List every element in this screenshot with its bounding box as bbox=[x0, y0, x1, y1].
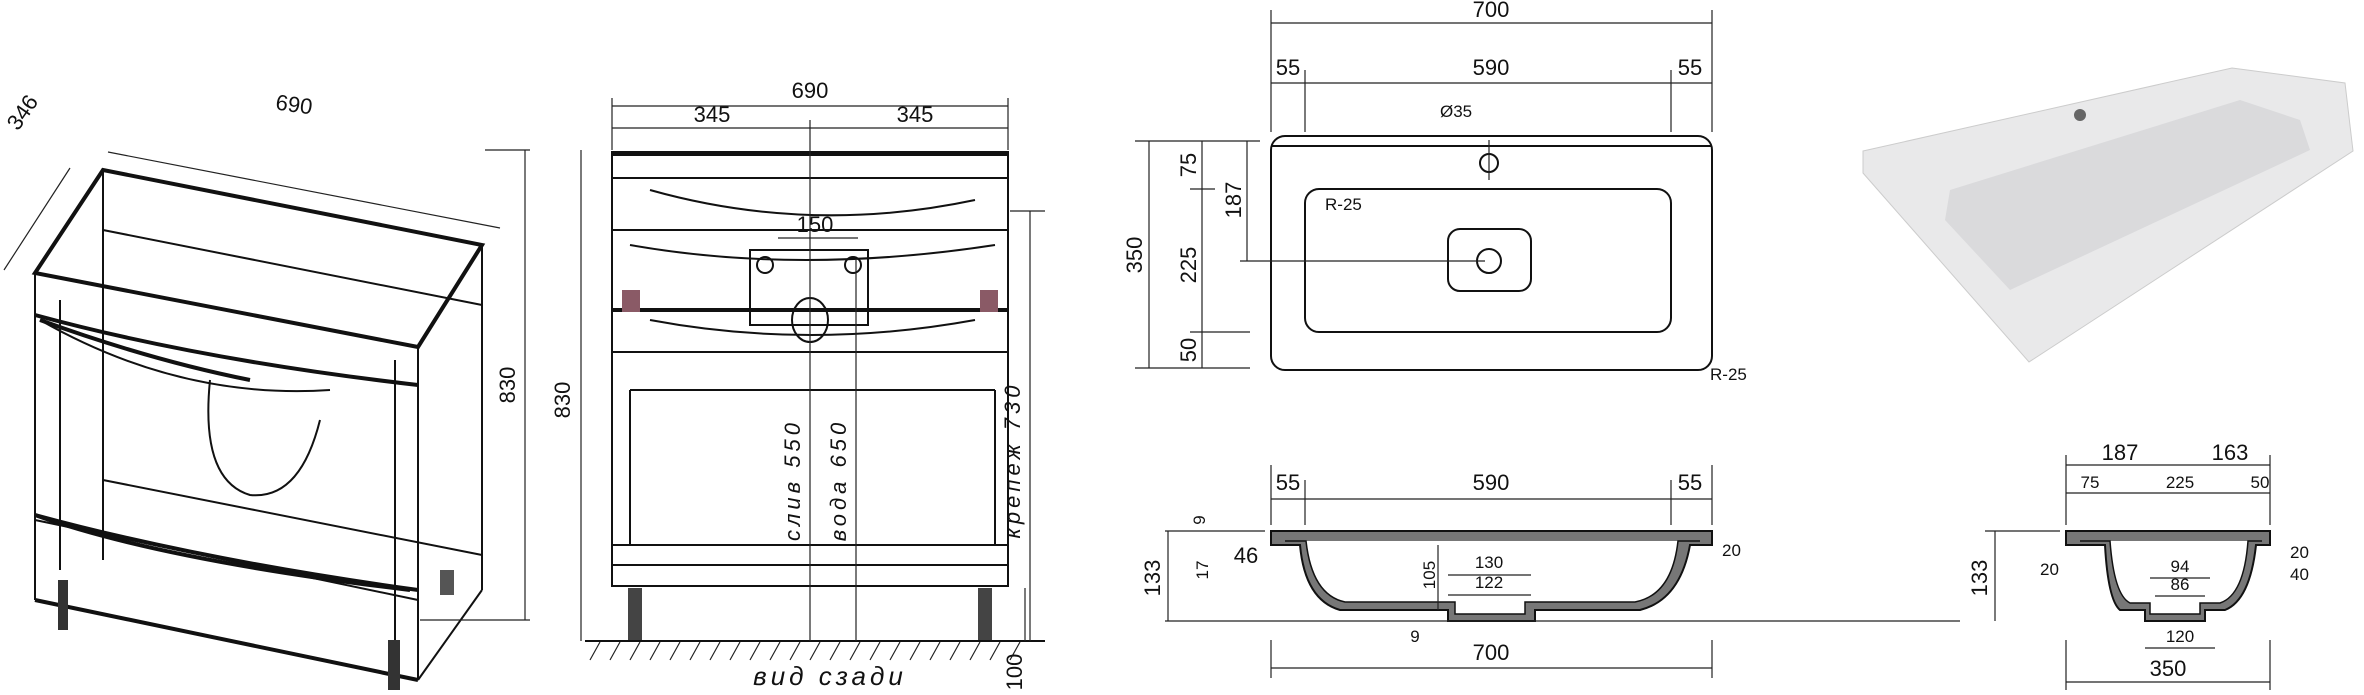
faucet-hole-label: Ø35 bbox=[1440, 102, 1472, 121]
drain-recess bbox=[1447, 228, 1532, 292]
dim-back: 187 bbox=[2102, 440, 2139, 465]
dim-height: 133 bbox=[1967, 560, 1992, 597]
dim-width: 690 bbox=[792, 78, 829, 103]
dim-wall-right: 20 bbox=[2290, 543, 2309, 562]
leg bbox=[440, 570, 454, 595]
dim-left-margin: 55 bbox=[1276, 55, 1300, 80]
dim-depth: 350 bbox=[1122, 237, 1147, 274]
dim-bowl: 225 bbox=[1176, 247, 1201, 284]
dim-overall: 700 bbox=[1473, 0, 1510, 22]
dim-right-margin: 55 bbox=[1678, 470, 1702, 495]
inner-radius-label: R-25 bbox=[1325, 195, 1362, 214]
dim-back-rim: 75 bbox=[2081, 473, 2100, 492]
dim-fixing-height: крепеж 730 bbox=[1000, 382, 1025, 539]
isometric-cabinet-view: 690 346 830 bbox=[2, 90, 530, 690]
dim-bowl-depth: 105 bbox=[1420, 561, 1439, 589]
dim-front: 50 bbox=[1176, 338, 1201, 362]
dim-front: 163 bbox=[2212, 440, 2249, 465]
dim-bowl: 225 bbox=[2166, 473, 2194, 492]
dim-overall: 700 bbox=[1473, 640, 1510, 665]
dim-back: 75 bbox=[1176, 153, 1201, 177]
dim-mount-spacing: 150 bbox=[797, 212, 834, 237]
dim-inner: 590 bbox=[1473, 470, 1510, 495]
dim-wall-left: 20 bbox=[2040, 560, 2059, 579]
dim-height: 830 bbox=[550, 382, 575, 419]
dim-bottom: 9 bbox=[1410, 627, 1419, 646]
dim-overall: 350 bbox=[2150, 656, 2187, 681]
dim-drain-height: слив 550 bbox=[780, 419, 805, 541]
view-caption: вид сзади bbox=[753, 661, 907, 691]
dim-drain-outer: 130 bbox=[1475, 553, 1503, 572]
dim-wall: 46 bbox=[1234, 543, 1258, 568]
dim-rim-lower: 17 bbox=[1193, 561, 1212, 580]
dim-inner: 590 bbox=[1473, 55, 1510, 80]
dim-front-rim: 50 bbox=[2251, 473, 2270, 492]
dim-right-margin: 55 bbox=[1678, 55, 1702, 80]
outer-radius-label: R-25 bbox=[1710, 365, 1747, 384]
sink-front-section: 55 590 55 133 9 17 46 20 105 130 122 9 7… bbox=[1140, 465, 1960, 678]
dim-half-right: 345 bbox=[897, 102, 934, 127]
sink-outline bbox=[1270, 135, 1713, 371]
dim-drain-offset: 187 bbox=[1221, 182, 1246, 219]
dim-width: 690 bbox=[274, 90, 314, 120]
dim-drain-outer: 94 bbox=[2171, 557, 2190, 576]
dim-half-left: 345 bbox=[694, 102, 731, 127]
dim-legs: 100 bbox=[1002, 654, 1027, 691]
dim-depth: 346 bbox=[2, 90, 44, 134]
dim-wall-lower: 40 bbox=[2290, 565, 2309, 584]
dim-drain-inner: 86 bbox=[2171, 575, 2190, 594]
dim-drain-inner: 122 bbox=[1475, 573, 1503, 592]
dim-base: 120 bbox=[2166, 627, 2194, 646]
sink-side-section: 133 187 163 75 225 50 20 20 40 94 86 120… bbox=[1967, 440, 2309, 690]
dim-rim: 9 bbox=[1190, 515, 1209, 524]
rear-cabinet-view: 690 345 345 150 830 слив 550 вода 650 кр… bbox=[550, 78, 1045, 691]
sink-top-view: 700 55 590 55 Ø35 R-25 R-25 350 75 225 5… bbox=[1122, 0, 1747, 384]
dim-height: 133 bbox=[1140, 560, 1165, 597]
dim-wall-right: 20 bbox=[1722, 541, 1741, 560]
sink-photo bbox=[1862, 67, 2354, 363]
dim-height: 830 bbox=[495, 367, 520, 404]
dim-left-margin: 55 bbox=[1276, 470, 1300, 495]
dim-water-height: вода 650 bbox=[826, 419, 851, 541]
leg bbox=[388, 640, 400, 690]
leg bbox=[58, 580, 68, 630]
